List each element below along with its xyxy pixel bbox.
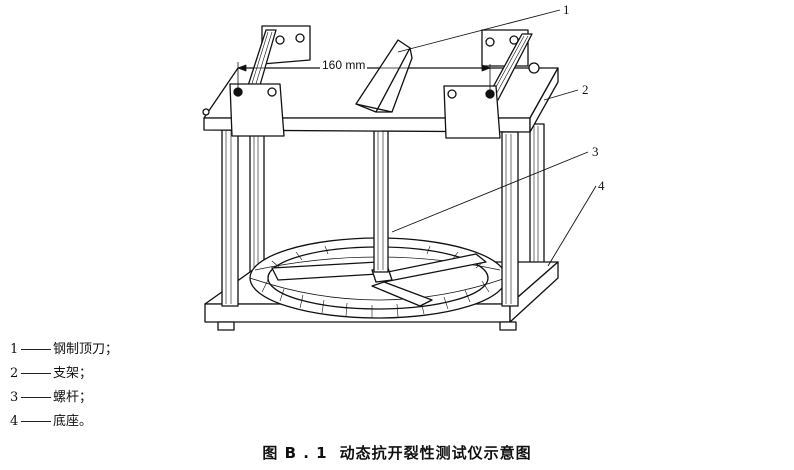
dimension-label: 160 mm — [320, 58, 368, 72]
figure-number: 图 B . 1 — [262, 444, 328, 462]
front-right-clamp — [443, 85, 501, 139]
steel-top-knife — [355, 39, 413, 113]
callout-1: 1 — [563, 2, 570, 17]
legend-dash — [21, 373, 51, 374]
callout-4: 4 — [598, 178, 605, 193]
leader-lines — [391, 9, 597, 267]
legend-number: 1 — [10, 342, 19, 357]
legend-item-1: 1 钢制顶刀； — [10, 338, 118, 357]
legend-dash — [21, 397, 51, 398]
figure-title: 动态抗开裂性测试仪示意图 — [339, 444, 532, 462]
callout-2: 2 — [582, 82, 589, 97]
legend-text: 支架； — [53, 366, 93, 381]
legend-text: 螺杆； — [53, 390, 93, 405]
legend-text: 钢制顶刀； — [53, 342, 119, 357]
callout-3: 3 — [592, 144, 599, 159]
legend-number: 3 — [10, 390, 19, 405]
central-screw — [373, 125, 389, 273]
legend-number: 4 — [10, 414, 19, 429]
front-right-leg — [501, 131, 519, 307]
legend-dash — [21, 421, 51, 422]
legend-dash — [21, 349, 51, 350]
back-right-leg — [529, 123, 545, 270]
legend-item-3: 3 螺杆； — [10, 386, 92, 405]
legend-text: 底座。 — [53, 414, 93, 429]
figure-caption: 图 B . 1 动态抗开裂性测试仪示意图 — [0, 442, 794, 463]
legend-item-4: 4 底座。 — [10, 410, 92, 429]
front-left-leg — [221, 127, 239, 307]
legend-number: 2 — [10, 366, 19, 381]
legend-item-2: 2 支架； — [10, 362, 92, 381]
back-left-leg — [249, 123, 265, 275]
dimension-line — [237, 62, 491, 94]
